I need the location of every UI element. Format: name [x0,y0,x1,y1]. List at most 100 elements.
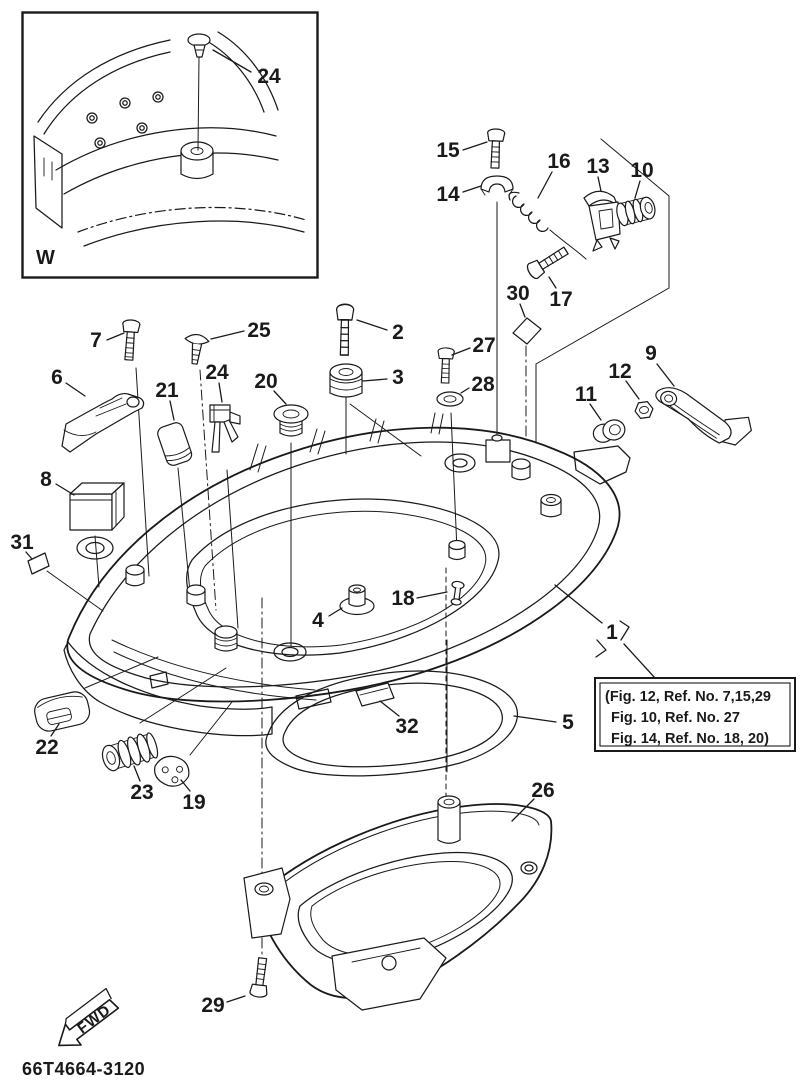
callout-4: 4 [312,609,324,632]
grommet-icon [616,196,656,227]
reference-box: (Fig. 12, Ref. No. 7,15,29 Fig. 10, Ref.… [594,677,796,752]
callout-21: 21 [155,379,179,402]
callout-31: 31 [10,531,34,554]
callout-leader-9 [656,363,675,387]
callout-leader-13 [597,176,602,192]
callout-24: 24 [205,361,229,384]
callout-20: 20 [254,370,277,393]
callout-leader-8 [55,483,75,496]
callout-8: 8 [40,468,52,491]
small-parts [27,128,752,998]
square-shim-icon [512,317,542,345]
callout-26: 26 [531,779,554,802]
callout-2: 2 [392,321,404,344]
callout-leader-1 [623,643,656,679]
screw-icon [184,333,210,365]
bracket-icon [583,190,621,252]
callout-15: 15 [436,139,460,162]
callout-24: 24 [257,65,281,88]
callout-leader-28 [460,387,470,394]
bolt-icon [336,303,355,356]
inset-view-label: W [36,247,55,269]
figure-part-number: 66T4664-3120 [22,1059,145,1079]
construction-lines [46,138,670,959]
callout-28: 28 [471,373,495,396]
fwd-arrow: FWD [58,987,120,1047]
callout-leader-24 [218,382,223,403]
callout-16: 16 [547,150,570,173]
lever-icon [61,392,145,453]
callout-leader-16 [537,171,553,199]
bolt-icon [526,246,569,280]
reference-box-border [594,677,796,752]
washer-icon [436,391,464,407]
callout-9: 9 [645,342,657,365]
latch-plate-icon [355,682,395,707]
nut-icon [634,401,654,419]
callout-leader-10 [634,180,641,199]
callout-13: 13 [586,155,609,178]
rivet-icon [187,33,211,58]
callout-10: 10 [630,159,653,182]
cable-clamp-icon [480,175,514,196]
reference-line-1: (Fig. 12, Ref. No. 7,15,29 [605,689,771,705]
box-icon [69,482,125,531]
bolt-icon [437,347,455,384]
callout-leader-18 [416,591,448,599]
callout-18: 18 [391,587,415,610]
callout-leader-12 [625,380,640,400]
square-shim-icon [27,552,50,575]
callout-leader-20 [273,390,287,405]
callout-leader-31 [25,551,33,560]
callout-leader-30 [519,303,526,318]
cover-bottom-tab [331,937,447,1011]
spring-icon [508,191,549,232]
callout-leader-5 [513,715,557,723]
cover-cylinder-boss [437,795,461,844]
clip-icon [209,404,241,453]
handle-icon [655,387,752,446]
callout-14: 14 [436,183,460,206]
bolt-icon [122,319,141,361]
bottom-cowling-drawing [63,412,631,737]
callout-leader-32 [379,700,400,717]
callout-leader-15 [462,141,488,151]
grommet-icon [329,363,363,398]
callout-leader-26 [511,798,535,822]
callout-leader-7 [106,332,125,341]
bolt-icon [249,957,268,998]
callout-leader-29 [226,995,246,1003]
callout-25: 25 [247,319,271,342]
gasket-drawing [265,670,518,777]
grommet-icon [592,419,626,443]
callout-leader-17 [548,276,557,289]
callout-leader-25 [210,330,245,340]
inset-frame [21,11,319,279]
callout-22: 22 [35,736,58,759]
callout-leader-27 [451,347,471,356]
inset-cowling-sketch [33,31,307,247]
callout-leader-23 [133,765,141,782]
callout-leader-2 [356,319,388,331]
lower-cover-drawing [243,795,553,1011]
cover-left-boss [243,867,291,939]
callout-29: 29 [201,994,224,1017]
callout-leader-14 [462,185,482,193]
callout-30: 30 [506,282,529,305]
reference-box-inner-border [599,682,791,747]
screw-icon [450,580,465,606]
callout-12: 12 [608,360,631,383]
inset-detail-view: W [21,11,319,279]
callout-1: 1 [606,621,618,644]
callout-6: 6 [51,366,63,389]
callout-23: 23 [130,781,153,804]
bolt-icon [487,128,506,169]
callout-leader-3 [362,378,388,382]
rivet-centerline [197,56,200,151]
callout-5: 5 [562,711,574,734]
callout-leader-4 [328,607,343,617]
callout-leader-21 [169,400,175,421]
callout-27: 27 [472,334,495,357]
bushing-icon [339,584,375,616]
